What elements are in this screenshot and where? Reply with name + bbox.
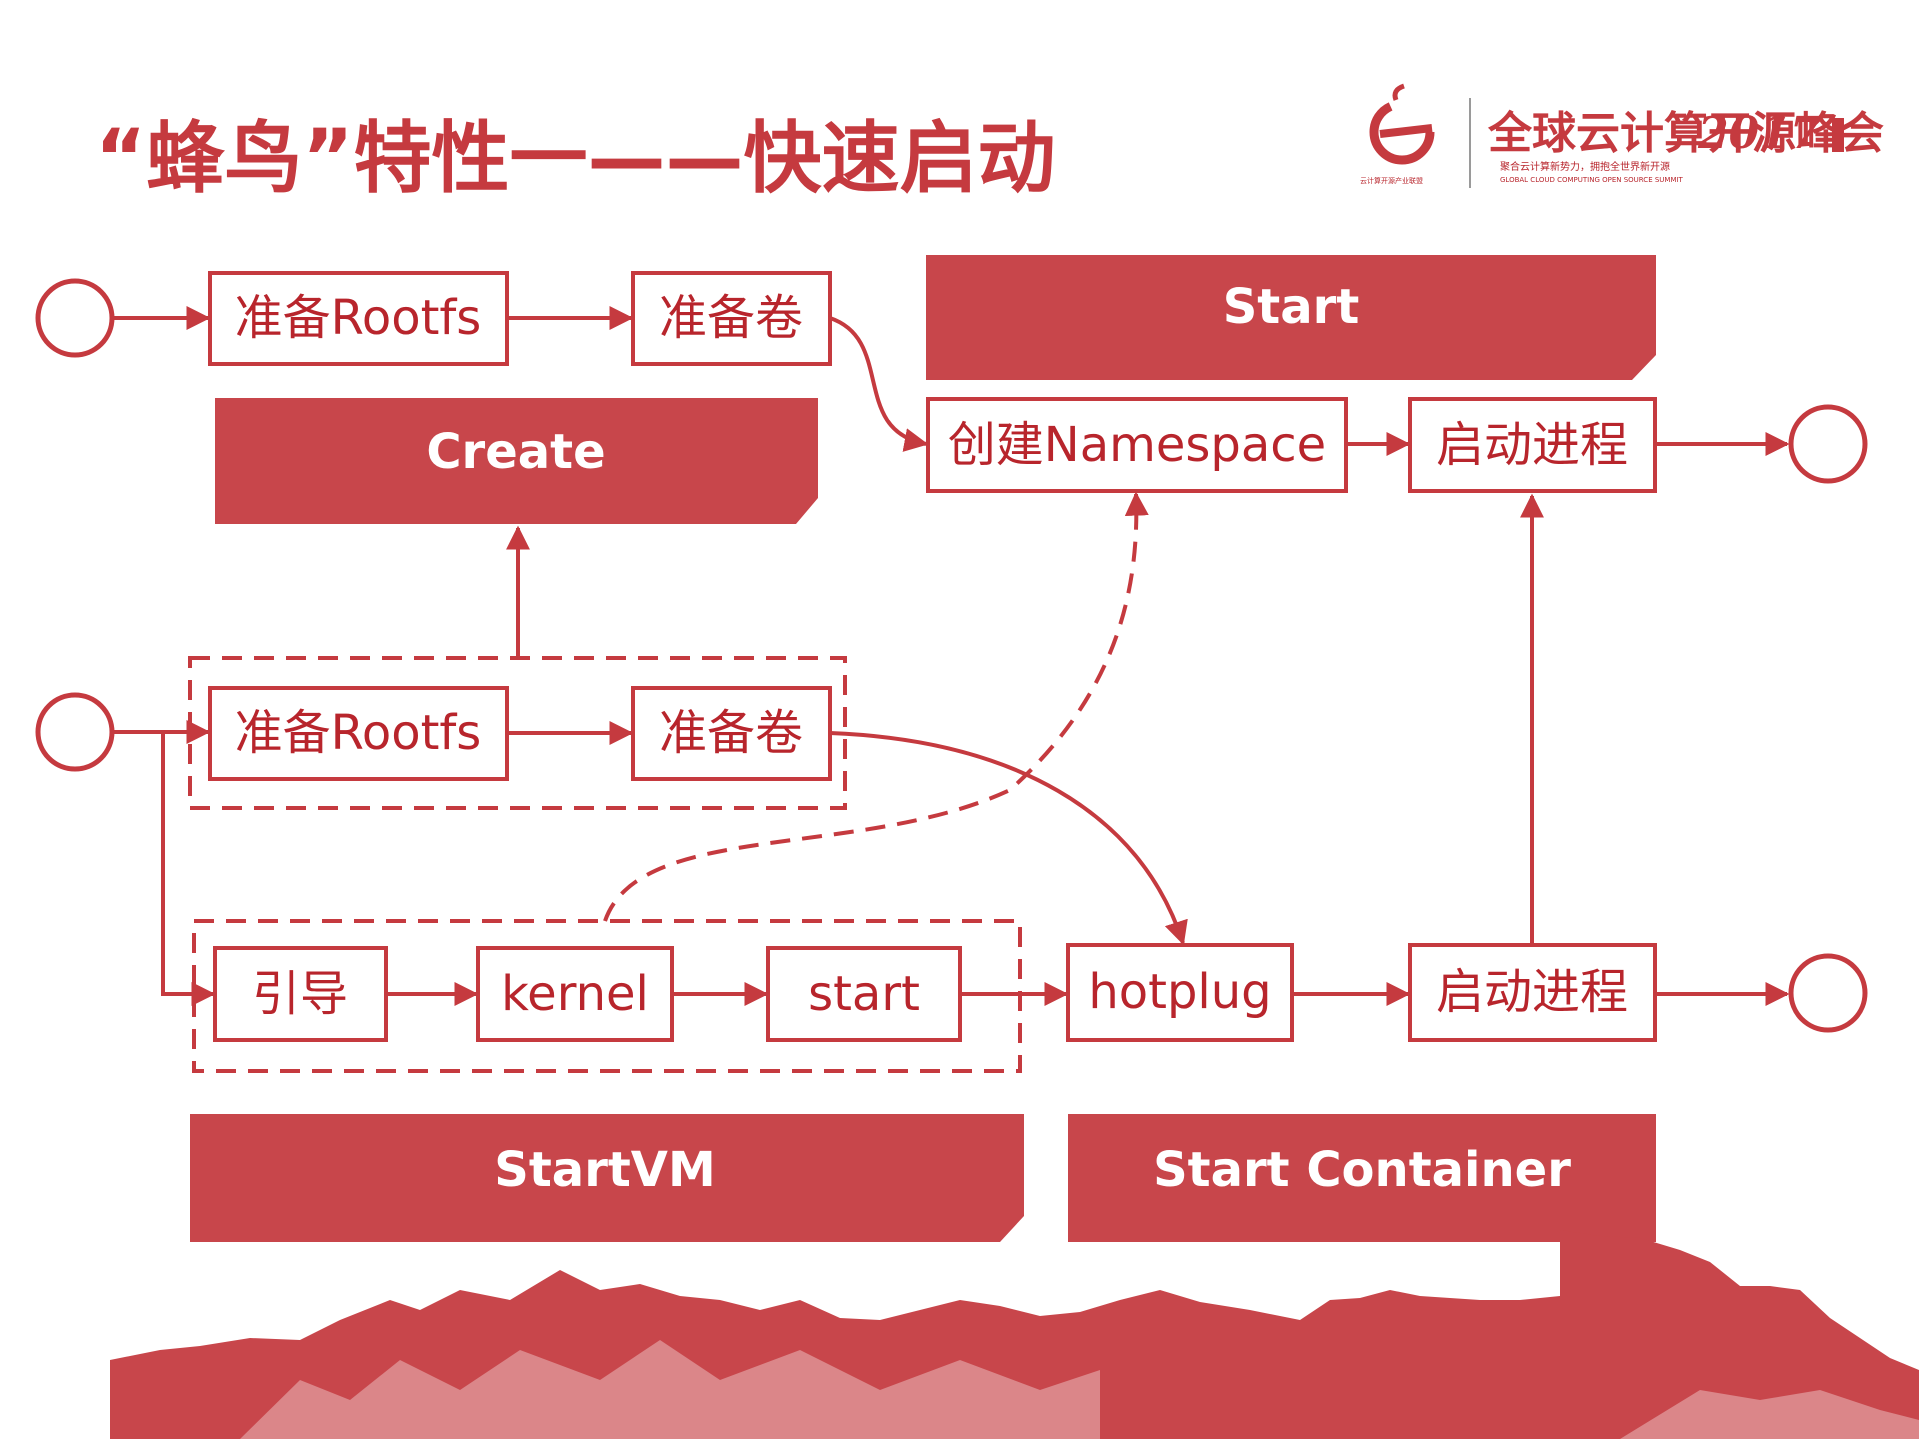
summit-tagline-cn: 聚合云计算新势力，拥抱全世界新开源 bbox=[1500, 160, 1670, 173]
node-bottom-start-process: 启动进程 bbox=[1408, 943, 1657, 1042]
node-top-volume-label: 准备卷 bbox=[659, 290, 803, 346]
year-badge-icon bbox=[1832, 118, 1844, 152]
arrow-volume-to-hotplug bbox=[829, 731, 1188, 946]
node-start-label: start bbox=[808, 966, 920, 1022]
node-bottom-start-process-label: 启动进程 bbox=[1436, 964, 1628, 1020]
node-mid-volume-label: 准备卷 bbox=[659, 705, 803, 761]
summit-name: 全球云计算开源峰会 bbox=[1487, 108, 1884, 159]
top-start-node bbox=[35, 278, 115, 358]
node-start: start bbox=[766, 946, 962, 1042]
node-create-namespace: 创建Namespace bbox=[926, 397, 1348, 493]
banner-start-container: Start Container bbox=[1068, 1114, 1656, 1242]
banner-start-label: Start bbox=[1223, 279, 1360, 335]
banner-startvm: StartVM bbox=[190, 1114, 1024, 1242]
arrow-volume-to-namespace bbox=[829, 316, 929, 452]
summit-logo: 云计算开源产业联盟 全球云计算开源峰会 2017 聚合云计算新势力，拥抱全世界新… bbox=[1360, 83, 1884, 188]
node-top-start-process: 启动进程 bbox=[1408, 397, 1657, 493]
bottom-start-node bbox=[35, 692, 115, 772]
banner-start: Start bbox=[926, 255, 1656, 380]
node-create-namespace-label: 创建Namespace bbox=[948, 417, 1326, 473]
node-hotplug-label: hotplug bbox=[1088, 964, 1271, 1020]
banner-startvm-label: StartVM bbox=[494, 1142, 715, 1198]
node-kernel-label: kernel bbox=[501, 966, 649, 1022]
top-end-node bbox=[1788, 404, 1868, 484]
banner-start-container-label: Start Container bbox=[1153, 1142, 1571, 1198]
banner-create: Create bbox=[215, 398, 818, 524]
node-hotplug: hotplug bbox=[1066, 943, 1294, 1042]
prepare-group-box bbox=[188, 656, 847, 810]
node-top-start-process-label: 启动进程 bbox=[1436, 417, 1628, 473]
node-boot: 引导 bbox=[213, 946, 388, 1042]
summit-year: 2017 bbox=[1697, 108, 1821, 159]
node-boot-label: 引导 bbox=[252, 966, 348, 1022]
banner-create-label: Create bbox=[426, 424, 605, 480]
node-mid-rootfs: 准备Rootfs bbox=[208, 686, 509, 781]
node-mid-volume: 准备卷 bbox=[631, 686, 832, 781]
node-top-rootfs-label: 准备Rootfs bbox=[235, 290, 482, 346]
arrow-start-to-boot bbox=[161, 732, 216, 1006]
node-top-volume: 准备卷 bbox=[631, 271, 832, 366]
bottom-end-node bbox=[1788, 953, 1868, 1033]
org-name: 云计算开源产业联盟 bbox=[1360, 176, 1423, 185]
node-mid-rootfs-label: 准备Rootfs bbox=[235, 705, 482, 761]
connectors bbox=[112, 306, 1790, 1006]
node-kernel: kernel bbox=[476, 946, 674, 1042]
dashed-arrow-vm-to-namespace bbox=[603, 491, 1149, 922]
alliance-logo-icon bbox=[1369, 83, 1435, 165]
page-title: “蜂鸟”特性一——快速启动 bbox=[95, 114, 1056, 204]
node-top-rootfs: 准备Rootfs bbox=[208, 271, 509, 366]
mountain-decoration bbox=[110, 1230, 1919, 1439]
summit-tagline-en: GLOBAL CLOUD COMPUTING OPEN SOURCE SUMMI… bbox=[1500, 176, 1684, 184]
